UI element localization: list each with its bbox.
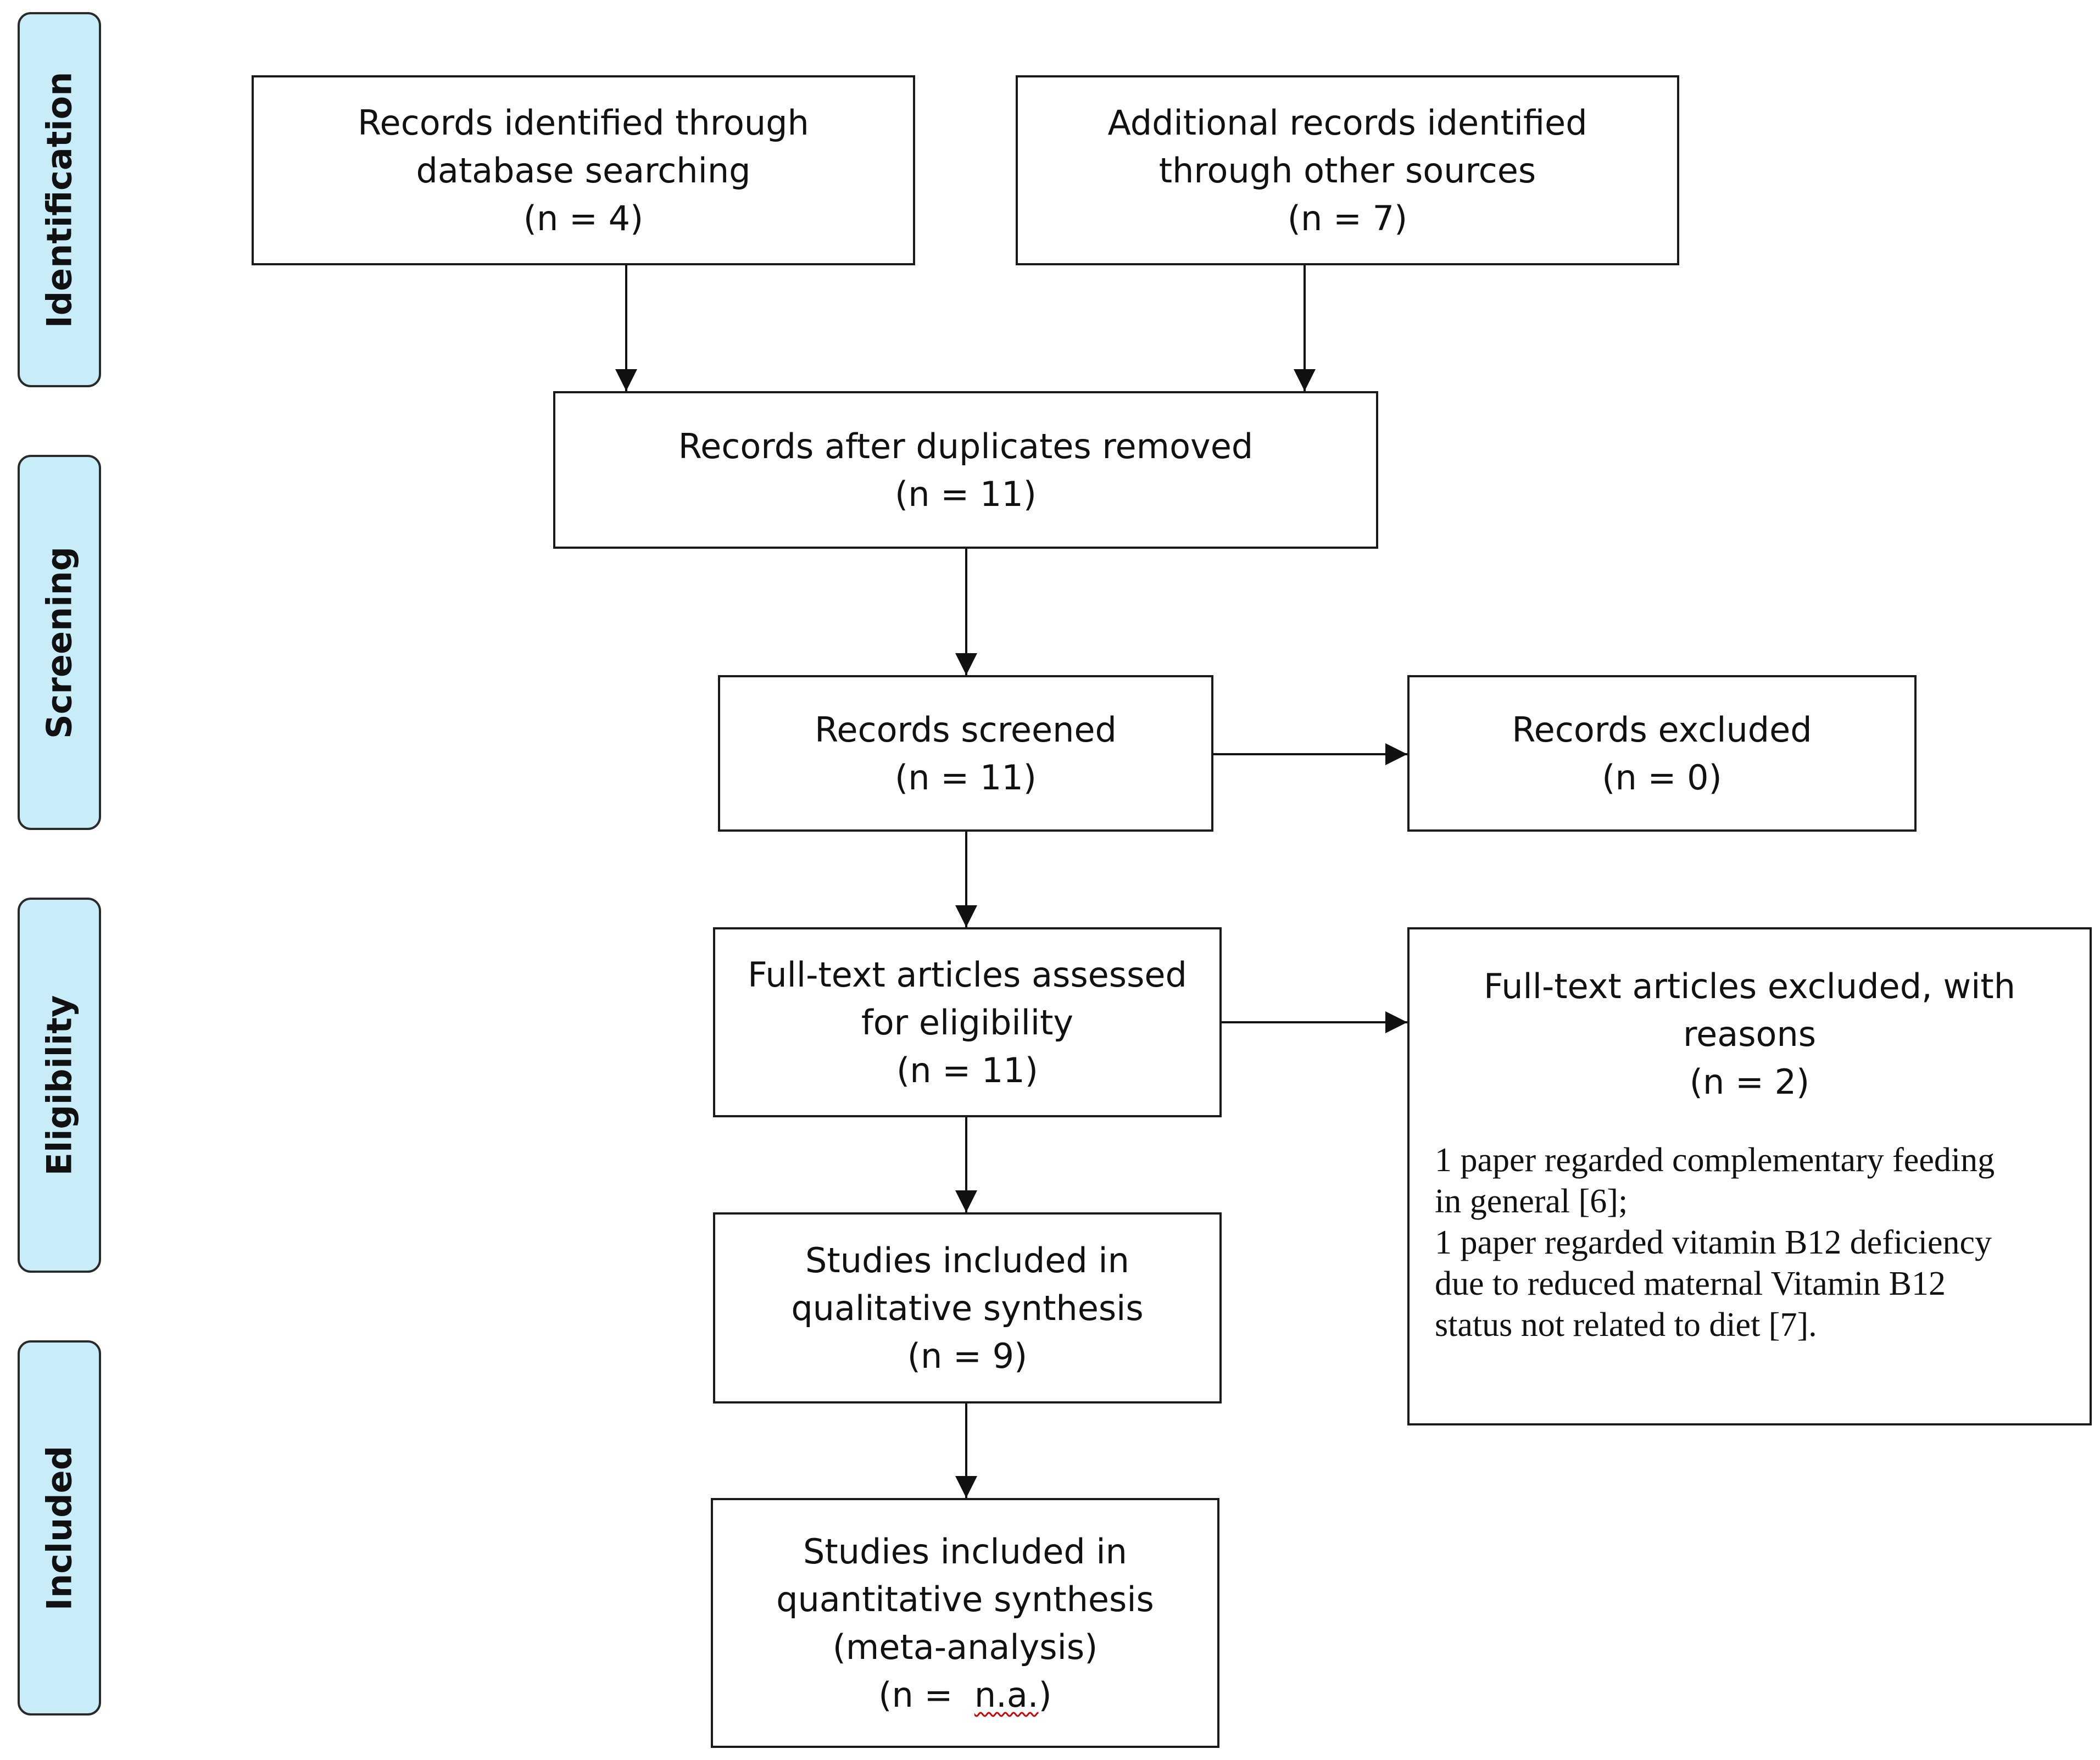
fulltext-assessed-count: (n = 11): [896, 1050, 1038, 1090]
reason-line: in general [6];: [1435, 1183, 1628, 1220]
arrowhead-excluded: [1385, 743, 1407, 765]
box-duplicates-removed: Records after duplicates removed (n = 11…: [553, 391, 1378, 549]
quantitative-count-value: n.a.: [974, 1674, 1039, 1715]
box-fulltext-assessed: Full-text articles assessed for eligibil…: [713, 927, 1222, 1117]
fulltext-excluded-line2: reasons: [1683, 1014, 1817, 1054]
qualitative-count: (n = 9): [907, 1335, 1028, 1376]
quantitative-count-prefix: (n =: [878, 1674, 974, 1715]
arrowhead-quantitative: [955, 1476, 977, 1498]
box-records-excluded: Records excluded (n = 0): [1407, 675, 1917, 832]
quantitative-line2: quantitative synthesis: [776, 1579, 1154, 1619]
box-quantitative-synthesis: Studies included in quantitative synthes…: [711, 1498, 1219, 1748]
qualitative-line1: Studies included in: [805, 1240, 1129, 1280]
stage-screening: Screening: [18, 455, 101, 830]
screened-count: (n = 11): [895, 757, 1037, 798]
other-sources-line2: through other sources: [1158, 150, 1536, 191]
excluded-count: (n = 0): [1602, 757, 1722, 798]
reason-line: 1 paper regarded complementary feeding: [1435, 1141, 1995, 1179]
arrowhead-fulltext-excluded: [1385, 1011, 1407, 1033]
reason-line: 1 paper regarded vitamin B12 deficiency: [1435, 1224, 1992, 1261]
arrowhead-qualitative: [955, 1190, 977, 1212]
other-sources-count: (n = 7): [1287, 198, 1408, 238]
screened-line1: Records screened: [815, 709, 1117, 750]
arrowhead-fulltext: [955, 905, 977, 927]
arrowhead-screened: [955, 653, 977, 675]
arrowhead-other: [1294, 369, 1316, 391]
fulltext-excluded-line1: Full-text articles excluded, with: [1483, 966, 2016, 1006]
reason-line: due to reduced maternal Vitamin B12: [1435, 1265, 1946, 1302]
excluded-line1: Records excluded: [1512, 709, 1812, 750]
duplicates-count: (n = 11): [895, 474, 1037, 514]
box-other-sources: Additional records identified through ot…: [1016, 75, 1679, 265]
database-line2: database searching: [416, 150, 751, 191]
quantitative-count-suffix: ): [1038, 1674, 1052, 1715]
quantitative-count: (n = n.a.): [878, 1671, 1051, 1719]
database-line1: Records identified through: [358, 102, 809, 143]
exclusion-reasons: 1 paper regarded complementary feeding i…: [1435, 1140, 2066, 1346]
stage-included: Included: [18, 1340, 101, 1716]
stage-eligibility: Eligibility: [18, 898, 101, 1273]
duplicates-line1: Records after duplicates removed: [678, 426, 1254, 466]
box-fulltext-excluded: Full-text articles excluded, with reason…: [1407, 927, 2092, 1425]
box-database-records: Records identified through database sear…: [252, 75, 915, 265]
arrowhead-database: [615, 369, 637, 391]
stage-identification: Identification: [18, 12, 101, 387]
database-count: (n = 4): [523, 198, 644, 238]
other-sources-line1: Additional records identified: [1107, 102, 1587, 143]
quantitative-line3: (meta-analysis): [832, 1627, 1098, 1667]
fulltext-assessed-line1: Full-text articles assessed: [748, 954, 1187, 995]
qualitative-line2: qualitative synthesis: [791, 1288, 1144, 1328]
box-qualitative-synthesis: Studies included in qualitative synthesi…: [713, 1212, 1222, 1403]
fulltext-assessed-line2: for eligibility: [861, 1002, 1074, 1043]
fulltext-excluded-count: (n = 2): [1689, 1062, 1810, 1102]
reason-line: status not related to diet [7].: [1435, 1306, 1817, 1344]
box-records-screened: Records screened (n = 11): [718, 675, 1213, 832]
quantitative-line1: Studies included in: [803, 1531, 1127, 1572]
